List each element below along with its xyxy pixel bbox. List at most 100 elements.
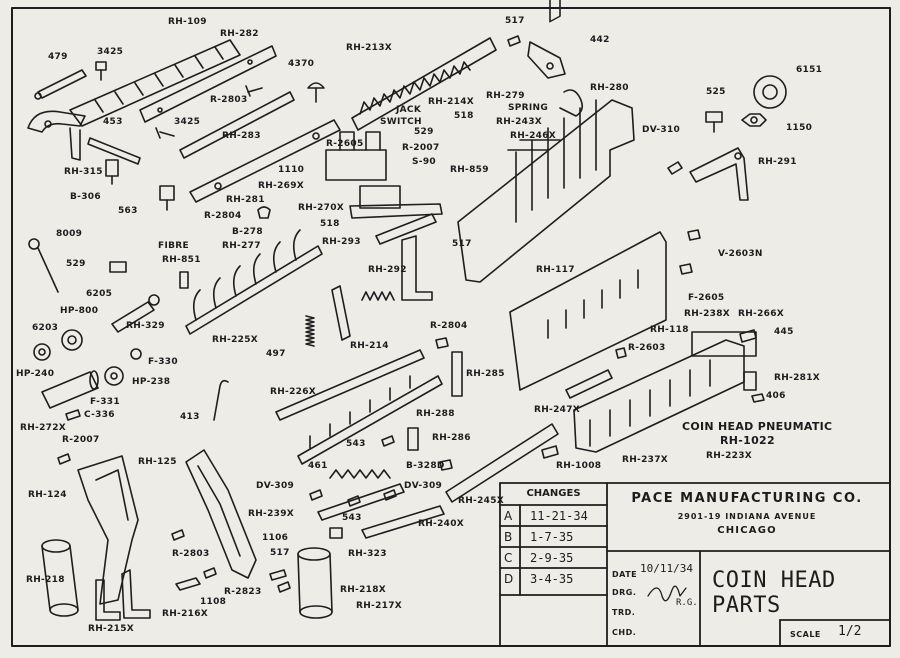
label-rh213x: RH-213X: [346, 43, 393, 53]
part-r2804-b: [435, 337, 449, 349]
part-rh293: [375, 213, 437, 245]
label-b278: B-278: [232, 227, 263, 237]
changes-row: A 11-21-34: [500, 505, 607, 526]
change-date: 11-21-34: [530, 509, 588, 523]
label-f330: F-330: [148, 357, 178, 367]
label-rh223x: RH-223X: [706, 451, 753, 461]
part-rh247x: [565, 369, 613, 399]
label-6205: 6205: [86, 289, 113, 299]
label-rh218: RH-218: [26, 575, 65, 585]
label-rh323: RH-323: [348, 549, 387, 559]
label-rh117: RH-117: [536, 265, 575, 275]
label-rh238x: RH-238X: [684, 309, 731, 319]
company-name: PACE MANUFACTURING CO.: [631, 491, 863, 506]
label-497: 497: [266, 349, 286, 359]
part-rh285: [451, 351, 463, 397]
part-rh280: [559, 89, 584, 117]
label-v2603n: V-2603N: [718, 249, 763, 259]
label-rh214x: RH-214X: [428, 97, 475, 107]
label-rh269x: RH-269X: [258, 181, 305, 191]
label-563: 563: [118, 206, 138, 216]
label-517-b: 517: [452, 239, 472, 249]
label-rh125: RH-125: [138, 457, 177, 467]
part-529-b: [109, 261, 127, 273]
label-rh225x: RH-225X: [212, 335, 259, 345]
part-f2605: [679, 263, 693, 275]
label-rh1022: RH-1022: [720, 434, 775, 447]
label-spring: SPRING: [508, 103, 549, 113]
label-rh109: RH-109: [168, 17, 207, 27]
part-6203: [33, 343, 51, 361]
part-dv310: [667, 161, 683, 175]
change-letter: C: [504, 551, 513, 565]
label-525: 525: [706, 87, 726, 97]
date-value: 10/11/34: [640, 562, 693, 575]
part-6151: [753, 75, 787, 109]
part-b328d: [439, 459, 453, 471]
part-rh292: [401, 235, 433, 301]
label-f331: F-331: [90, 397, 120, 407]
label-rh280: RH-280: [590, 83, 629, 93]
drg-signature: [647, 585, 687, 602]
label-461: 461: [308, 461, 328, 471]
label-r2823: R-2823: [224, 587, 262, 597]
scale-value: 1/2: [838, 624, 862, 639]
label-517-a: 517: [505, 16, 525, 26]
part-453: [87, 137, 141, 165]
part-hp240: [41, 370, 99, 409]
part-c336: [65, 409, 81, 421]
label-f2605: F-2605: [688, 293, 725, 303]
label-4370: 4370: [288, 59, 315, 69]
part-rh216x: [121, 569, 151, 619]
part-4370: [307, 82, 325, 103]
label-6203: 6203: [32, 323, 59, 333]
part-517-c: [277, 581, 291, 593]
label-543-b: 543: [342, 513, 362, 523]
label-1150: 1150: [786, 123, 813, 133]
label-rh237x: RH-237X: [622, 455, 669, 465]
part-445: [739, 329, 757, 343]
label-413: 413: [180, 412, 200, 422]
label-rh283: RH-283: [222, 131, 261, 141]
change-letter: B: [504, 530, 513, 544]
change-date: 2-9-35: [530, 551, 574, 565]
change-letter: A: [504, 509, 513, 523]
part-rh218x: [297, 547, 333, 619]
part-r2823: [203, 567, 217, 579]
label-518-a: 518: [454, 111, 474, 121]
part-rh329: [111, 294, 160, 333]
label-rh124: RH-124: [28, 490, 67, 500]
part-rh245x: [445, 423, 559, 503]
label-6151: 6151: [796, 65, 823, 75]
label-b328d: B-328D: [406, 461, 445, 471]
part-rh283: [179, 91, 295, 159]
part-r2007-b: [57, 453, 71, 465]
changes-row: D 3-4-35: [500, 568, 607, 589]
label-r2803-b: R-2803: [172, 549, 210, 559]
label-479: 479: [48, 52, 68, 62]
label-hp238: HP-238: [132, 377, 171, 387]
label-rh281x: RH-281X: [774, 373, 821, 383]
part-f330: [130, 348, 142, 360]
drawing-title: COIN HEAD PARTS: [712, 568, 836, 618]
part-413: [213, 379, 229, 421]
part-r2803-b: [171, 529, 185, 541]
part-rh288: [297, 375, 443, 465]
part-rh281x: [743, 371, 757, 391]
label-rh281: RH-281: [226, 195, 265, 205]
label-r2804-b: R-2804: [430, 321, 468, 331]
label-rh1008: RH-1008: [556, 461, 602, 471]
label-r2007-b: R-2007: [62, 435, 100, 445]
label-coin-head-pneumatic: COIN HEAD PNEUMATIC: [682, 420, 833, 433]
chd-label: CHD.: [612, 628, 637, 637]
label-rh266x: RH-266X: [738, 309, 785, 319]
label-rh216x: RH-216X: [162, 609, 209, 619]
part-rh215x: [95, 579, 121, 621]
label-rh245x: RH-245X: [458, 496, 505, 506]
label-543-a: 543: [346, 439, 366, 449]
label-b306: B-306: [70, 192, 101, 202]
label-r2804-a: R-2804: [204, 211, 242, 221]
label-rh118: RH-118: [650, 325, 689, 335]
